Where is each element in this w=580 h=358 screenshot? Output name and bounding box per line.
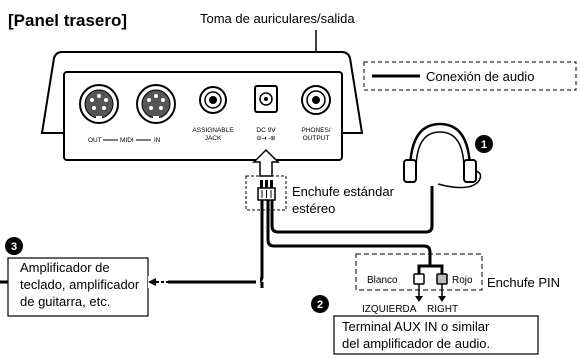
badge-two: 2 xyxy=(311,295,329,313)
assignable-jack xyxy=(199,86,227,114)
badge-one: 1 xyxy=(475,135,493,153)
headphones-icon xyxy=(403,122,482,189)
amplifier-label-2: teclado, amplificador xyxy=(20,277,140,292)
pin-plug-label: Enchufe PIN xyxy=(487,275,560,290)
rear-panel: OUT MIDI IN ASSIGNABLE JACK DC 9V ⊖-◐-⊕ … xyxy=(40,51,364,161)
dc-polarity-symbol: ⊖-◐-⊕ xyxy=(256,135,276,142)
phones-output-jack xyxy=(301,85,331,115)
pin-cable xyxy=(266,200,432,262)
aux-in-box xyxy=(333,315,539,355)
badge-three: 3 xyxy=(5,237,23,255)
red-label: Rojo xyxy=(452,275,473,286)
left-arrow-icon xyxy=(415,296,423,302)
headphone-jack-label: Toma de auriculares/salida xyxy=(200,11,355,26)
red-pin-plug-icon xyxy=(436,273,448,290)
page-title: [Panel trasero] xyxy=(8,11,127,30)
amplifier-arrow-icon xyxy=(148,278,156,286)
midi-out-port xyxy=(79,84,119,124)
standard-plug-label-2: estéreo xyxy=(292,201,335,216)
phones-label-1: PHONES/ xyxy=(301,127,330,134)
white-pin-plug-icon xyxy=(413,273,425,290)
right-arrow-icon xyxy=(438,296,446,302)
midi-in-label: IN xyxy=(154,137,161,144)
legend-box: Conexión de audio xyxy=(363,61,577,91)
headphone-cable xyxy=(270,186,434,234)
amplifier-label-3: de guitarra, etc. xyxy=(20,294,110,309)
legend-label: Conexión de audio xyxy=(426,69,534,84)
midi-in-port xyxy=(136,84,176,124)
aux-in-label-1: Terminal AUX IN o similar xyxy=(342,319,490,334)
standard-plug-box xyxy=(245,175,287,211)
white-label: Blanco xyxy=(367,275,398,286)
standard-plug-label-1: Enchufe estándar xyxy=(292,184,395,199)
assignable-label-1: ASSIGNABLE xyxy=(192,127,234,134)
amplifier-box xyxy=(7,257,149,317)
phones-label-2: OUTPUT xyxy=(303,135,330,142)
midi-label: MIDI xyxy=(120,137,134,144)
midi-out-label: OUT xyxy=(88,137,102,144)
dc-label: DC 9V xyxy=(256,127,276,134)
svg-text:1: 1 xyxy=(481,139,487,151)
svg-text:2: 2 xyxy=(317,299,323,311)
stereo-plug-icon xyxy=(257,180,276,201)
aux-in-label-2: del amplificador de audio. xyxy=(342,336,490,351)
insert-arrow xyxy=(252,148,280,177)
left-channel-label: IZQUIERDA xyxy=(362,304,417,315)
assignable-label-2: JACK xyxy=(205,135,222,142)
dc-jack xyxy=(254,85,278,113)
amplifier-label-1: Amplificador de xyxy=(20,260,110,275)
right-channel-label: RIGHT xyxy=(427,304,458,315)
svg-text:3: 3 xyxy=(11,241,17,253)
